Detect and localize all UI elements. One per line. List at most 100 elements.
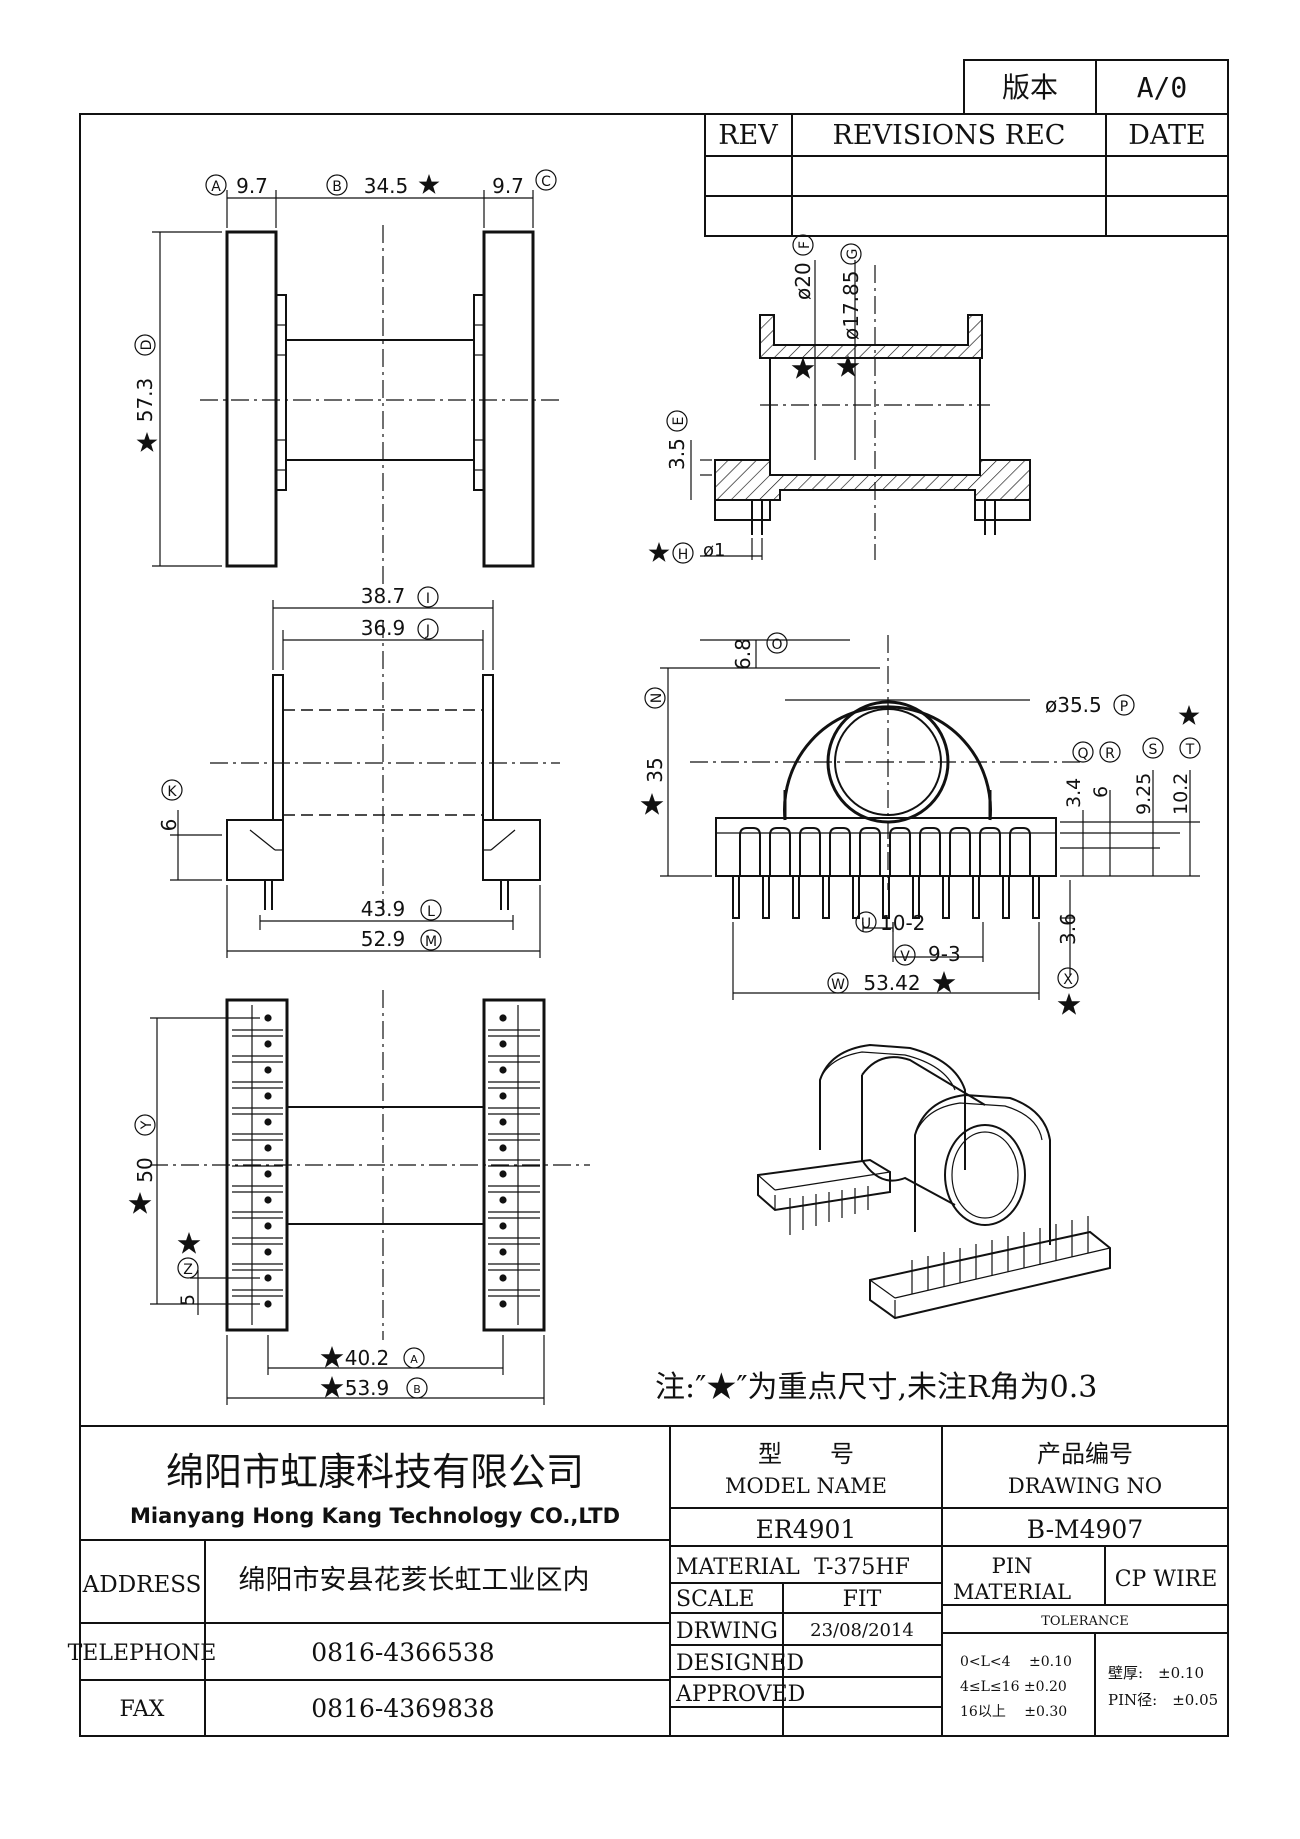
material-value: T-375HF (814, 1555, 910, 1580)
dim-Y: 50 Y (128, 1114, 157, 1214)
dim-V: V 9-3 (894, 942, 961, 966)
dim-E: 3.5 E (665, 410, 689, 470)
dim-H-letter: H (678, 547, 689, 563)
dim-C-value: 9.7 (492, 174, 524, 198)
key-dimension-star-icon (177, 1232, 201, 1254)
revisions-rec-header: REVISIONS REC (833, 120, 1066, 151)
key-dimension-star-icon (128, 1192, 152, 1214)
rev-header: REV (718, 120, 778, 151)
dim-R-value: 6 (1090, 786, 1112, 798)
tolerance-row-2: 4≤L≤16 ±0.20 (960, 1679, 1067, 1695)
dim-U-value: 10-2 (880, 911, 925, 935)
tolerance-label: TOLERANCE (1041, 1614, 1128, 1629)
dim-A1: 40.2 A (320, 1346, 425, 1370)
dim-F-value: ø20 (791, 262, 815, 300)
dim-X-letter: X (1063, 972, 1073, 988)
dim-E-letter: E (671, 417, 687, 426)
address-label: ADDRESS (82, 1572, 202, 1598)
company-name-en: Mianyang Hong Kang Technology CO.,LTD (130, 1504, 620, 1528)
dim-P: ø35.5 P (1045, 693, 1135, 717)
pin-row-notches (739, 827, 1031, 876)
model-label-en: MODEL NAME (725, 1474, 887, 1498)
drwing-value: 23/08/2014 (810, 1620, 914, 1641)
model-label-cn: 型 号 (758, 1440, 854, 1468)
key-dimension-star-icon (791, 357, 815, 379)
dim-V-letter: V (900, 949, 910, 965)
dim-Q-letter: Q (1077, 746, 1088, 762)
dim-Z-value: 5 (177, 1294, 199, 1306)
dim-I-letter: I (426, 591, 430, 607)
view-bottom (150, 990, 590, 1405)
dim-G-letter: G (845, 249, 861, 260)
dim-D: 57.3 D (133, 334, 158, 452)
dim-N-value: 35 (643, 757, 667, 782)
dim-B1-letter: B (413, 1383, 421, 1396)
telephone-label: TELEPHONE (68, 1641, 217, 1666)
dim-S-letter: S (1149, 742, 1158, 758)
pin-dots-left (264, 1014, 272, 1308)
pin-diameter-tolerance: PIN径: ±0.05 (1108, 1691, 1218, 1709)
title-block: 绵阳市虹康科技有限公司 Mianyang Hong Kang Technolog… (68, 1425, 1228, 1736)
dim-Q-value: 3.4 (1063, 778, 1085, 808)
dim-X: 3.6 X (1056, 913, 1081, 1015)
view-side-top (152, 190, 560, 585)
drawing-label-en: DRAWING NO (1008, 1474, 1162, 1498)
dim-Y-letter: Y (139, 1120, 155, 1130)
dim-K-value: 6 (157, 819, 181, 832)
dim-N-letter: N (649, 693, 665, 703)
dim-J-letter: J (425, 623, 430, 639)
dim-M: 52.9 M (361, 927, 442, 951)
view-end (660, 635, 1200, 1000)
dim-U-letter: U (861, 916, 871, 932)
dim-K-letter: K (167, 784, 177, 800)
address-value: 绵阳市安县花荄长虹工业区内 (239, 1565, 590, 1596)
dim-Z-letter: Z (183, 1262, 193, 1278)
drwing-label: DRWING (676, 1619, 778, 1644)
key-dimension-star-icon (136, 432, 158, 452)
pin-material-label-1: PIN (992, 1554, 1033, 1578)
dim-F: ø20 F (791, 234, 815, 379)
key-dimension-star-icon (1057, 993, 1081, 1015)
dim-I: 38.7 I (361, 584, 439, 608)
dim-M-letter: M (425, 934, 437, 950)
dim-A-value: 9.7 (236, 174, 268, 198)
key-dimension-star-icon (640, 793, 664, 815)
dim-B-value: 34.5 (364, 174, 409, 198)
tolerance-row-1: 0<L<4 ±0.10 (960, 1654, 1072, 1670)
dim-P-value: ø35.5 (1045, 693, 1102, 717)
key-dimension-star-icon (320, 1376, 344, 1398)
drawing-value: B-M4907 (1027, 1515, 1144, 1544)
dim-T: T 10.2 (1170, 705, 1201, 815)
dim-K: K 6 (157, 779, 183, 832)
dim-Q: Q 3.4 (1063, 741, 1094, 808)
dim-L-letter: L (427, 904, 435, 920)
revisions-table: REV REVISIONS REC DATE (704, 113, 1229, 237)
dim-T-letter: T (1185, 742, 1195, 758)
scale-label: SCALE (676, 1587, 754, 1612)
dim-C: 9.7 C (492, 169, 557, 198)
dim-Y-value: 50 (133, 1157, 157, 1182)
version-box: 版本 A/0 (963, 59, 1229, 115)
dim-D-value: 57.3 (133, 378, 157, 423)
version-label: 版本 (1002, 71, 1058, 104)
dim-P-letter: P (1120, 699, 1128, 715)
model-value: ER4901 (756, 1515, 857, 1544)
dim-B-letter: B (332, 179, 342, 195)
view-section (690, 260, 1031, 560)
dim-B1: 53.9 B (320, 1376, 428, 1400)
dim-W: W 53.42 (827, 971, 956, 995)
dim-J-value: 36.9 (361, 616, 406, 640)
approved-label: APPROVED (675, 1682, 805, 1707)
version-value: A/0 (1137, 71, 1188, 104)
note-text: 注:″★″为重点尺寸,未注R角为0.3 (655, 1370, 1097, 1405)
dim-A: A 9.7 (205, 174, 268, 198)
dim-J: 36.9 J (361, 616, 439, 640)
dim-X-value: 3.6 (1056, 913, 1080, 945)
sheet-border (79, 113, 1229, 1737)
dim-H-value: ø1 (703, 540, 725, 561)
dim-T-value: 10.2 (1170, 773, 1192, 815)
view-isometric (757, 1043, 1111, 1320)
pin-material-label-2: MATERIAL (953, 1580, 1071, 1604)
dim-A1-value: 40.2 (345, 1346, 390, 1370)
